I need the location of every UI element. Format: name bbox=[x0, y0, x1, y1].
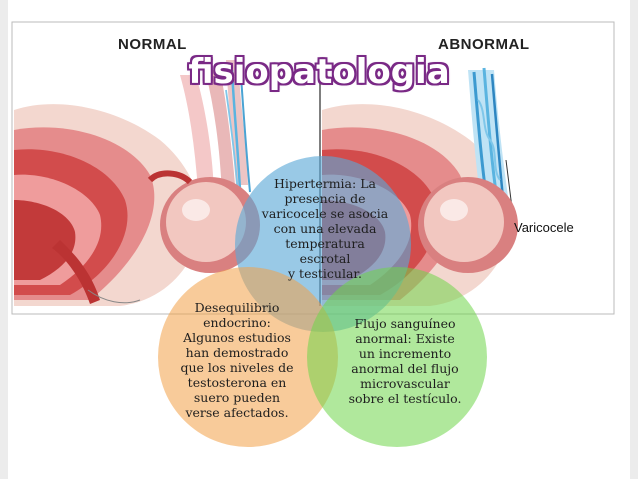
circle-right-text: Flujo sanguíneo anormal: Existe un incre… bbox=[338, 316, 472, 406]
text-line: verse afectados. bbox=[185, 405, 289, 420]
text-line: endocrino: bbox=[203, 315, 271, 330]
right-border bbox=[630, 0, 638, 479]
label-varicocele: Varicocele bbox=[514, 220, 574, 235]
circle-endocrine bbox=[158, 267, 338, 447]
text-line: varicocele se asocia bbox=[261, 206, 389, 221]
circle-top-text: Hipertermia: La presencia de varicocele … bbox=[258, 176, 392, 281]
text-line: con una elevada bbox=[273, 221, 377, 236]
text-line: presencia de bbox=[284, 191, 366, 206]
text-line: anormal: Existe bbox=[355, 331, 455, 346]
circle-bloodflow bbox=[307, 267, 487, 447]
text-line: temperatura escrotal bbox=[285, 236, 365, 266]
text-line: sobre el testículo. bbox=[348, 391, 462, 406]
text-line: microvascular bbox=[360, 376, 450, 391]
text-line: Desequilibrio bbox=[194, 300, 280, 315]
text-line: y testicular. bbox=[288, 266, 362, 281]
text-line: testosterona en bbox=[187, 375, 287, 390]
text-line: han demostrado bbox=[185, 345, 289, 360]
text-line: Hipertermia: La bbox=[274, 176, 376, 191]
label-normal: NORMAL bbox=[118, 36, 187, 53]
text-line: suero pueden bbox=[193, 390, 281, 405]
normal-anatomy bbox=[14, 60, 260, 307]
circle-left-text: Desequilibrio endocrino: Algunos estudio… bbox=[170, 300, 304, 420]
text-line: anormal del flujo bbox=[351, 361, 459, 376]
left-border bbox=[0, 0, 8, 479]
text-line: un incremento bbox=[358, 346, 452, 361]
label-abnormal: ABNORMAL bbox=[438, 36, 530, 53]
text-line: Flujo sanguíneo bbox=[354, 316, 456, 331]
slide-title: fisiopatologia bbox=[188, 52, 450, 92]
text-line: que los niveles de bbox=[180, 360, 294, 375]
text-line: Algunos estudios bbox=[183, 330, 291, 345]
